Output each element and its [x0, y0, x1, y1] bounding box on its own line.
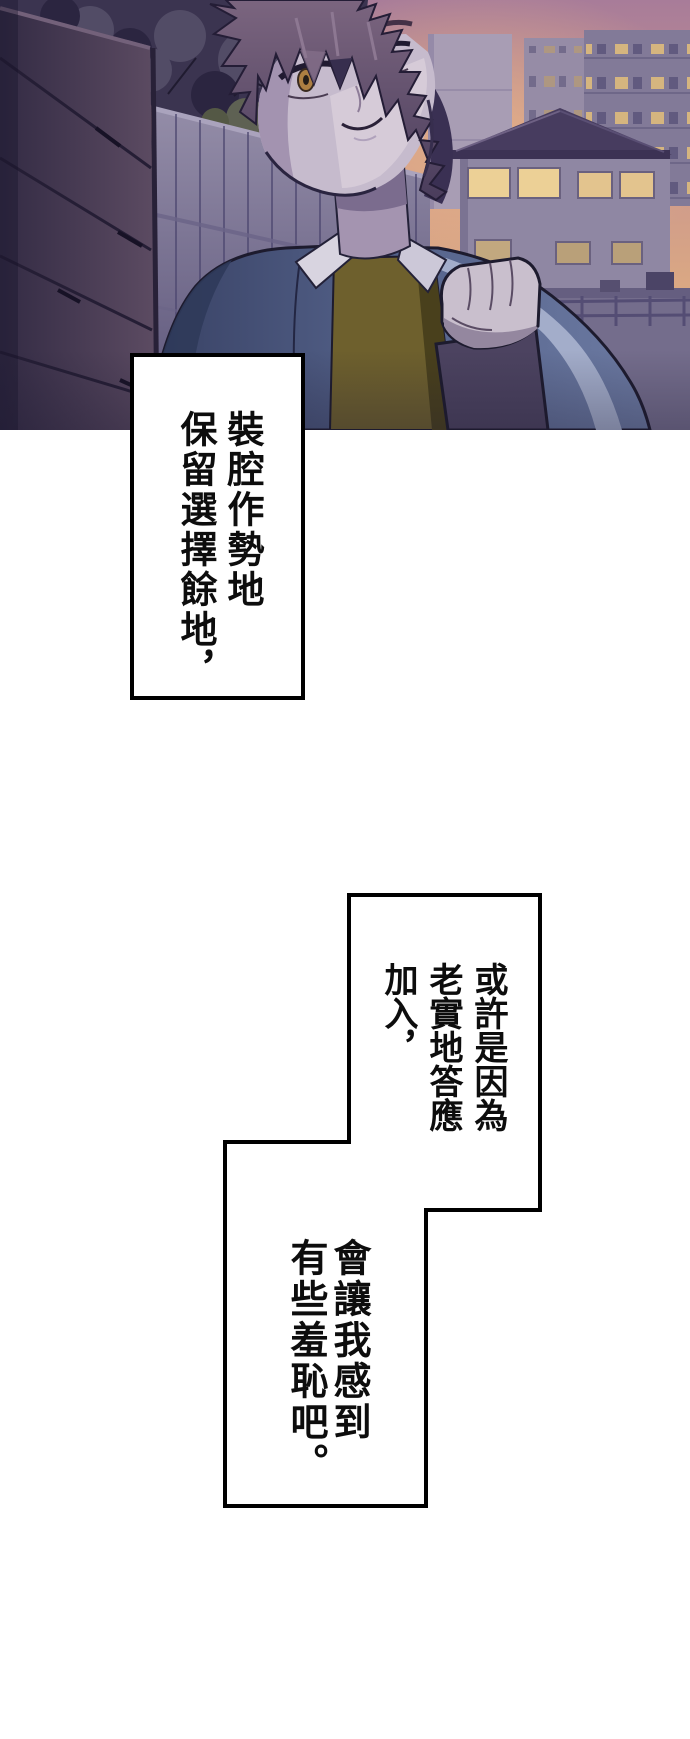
narration-box-2-3-outline [223, 893, 542, 1508]
bottom-shadow-fade [0, 350, 690, 430]
scene-illustration [0, 0, 690, 430]
narration-text-2: 或許是因為 老實地答應 加入， [350, 962, 510, 1207]
text-column: 加入， [378, 962, 418, 1064]
wooden-wall [0, 0, 160, 430]
text-column: 裝腔作勢地 [221, 410, 264, 610]
narration-text-3: 會讓我感到 有些羞恥吧。 [238, 1238, 371, 1503]
text-column: 會讓我感到 [327, 1238, 371, 1443]
nose [355, 85, 362, 113]
smirk-mouth [341, 116, 384, 131]
text-column: 老實地答應 [423, 962, 463, 1132]
narration-box-1-outline [130, 353, 305, 700]
text-column: 或許是因為 [468, 962, 508, 1132]
text-column: 保留選擇餘地， [174, 410, 217, 690]
text-column: 有些羞恥吧。 [284, 1238, 328, 1484]
low-fence [539, 296, 690, 326]
house [448, 108, 672, 291]
narration-text-1: 裝腔作勢地 保留選擇餘地， [138, 410, 266, 695]
spiky-hair [209, 0, 448, 202]
